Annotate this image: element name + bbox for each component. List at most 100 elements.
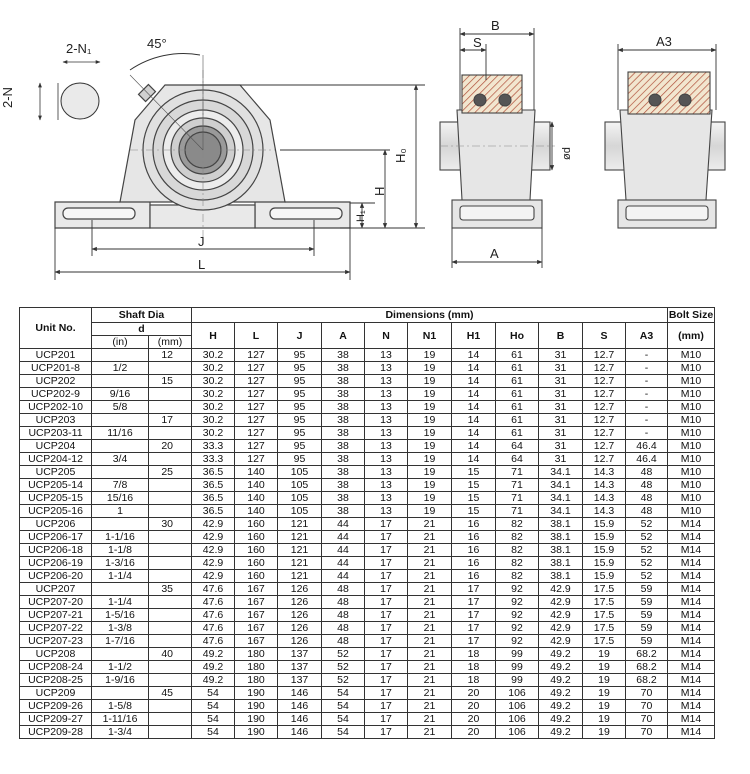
table-cell: 3/4 (91, 452, 149, 466)
table-cell: M10 (667, 491, 715, 505)
table-cell: 44 (321, 530, 365, 544)
table-cell: 92 (495, 582, 539, 596)
table-cell: 12.7 (582, 413, 626, 427)
table-cell: 1-1/8 (91, 543, 149, 557)
table-cell: UCP207-21 (19, 608, 92, 622)
table-cell: 127 (234, 361, 278, 375)
table-cell: 31 (538, 348, 583, 362)
table-cell (148, 361, 192, 375)
table-cell: 12.7 (582, 426, 626, 440)
table-cell: UCP204-12 (19, 452, 92, 466)
table-cell: 70 (625, 686, 668, 700)
table-cell: 95 (277, 374, 322, 388)
table-cell: 167 (234, 595, 278, 609)
header-shaft-dia: Shaft Dia (91, 307, 192, 323)
table-cell: 21 (407, 582, 452, 596)
table-cell: 48 (321, 621, 365, 635)
table-cell: 42.9 (191, 569, 235, 583)
table-cell: 92 (495, 608, 539, 622)
label-h1: H₁ (355, 210, 367, 222)
table-cell (148, 543, 192, 557)
table-cell: 17.5 (582, 608, 626, 622)
label-s: S (473, 35, 482, 50)
table-cell: 15.9 (582, 530, 626, 544)
table-cell: 13 (364, 400, 408, 414)
table-cell: 34.1 (538, 504, 583, 518)
table-cell: UCP209-28 (19, 725, 92, 739)
table-cell: 42.9 (538, 595, 583, 609)
label-a: A (490, 246, 499, 261)
table-cell: 42.9 (538, 582, 583, 596)
table-cell: 20 (451, 712, 496, 726)
label-phi-d: ød (561, 147, 573, 160)
table-cell: M14 (667, 686, 715, 700)
table-cell: 49.2 (538, 686, 583, 700)
table-cell: 190 (234, 699, 278, 713)
table-cell: 47.6 (191, 608, 235, 622)
table-cell (148, 712, 192, 726)
table-cell: 14 (451, 400, 496, 414)
table-cell: 38 (321, 465, 365, 479)
table-cell: 140 (234, 478, 278, 492)
table-cell: 38 (321, 426, 365, 440)
table-cell: 13 (364, 478, 408, 492)
table-cell: 59 (625, 608, 668, 622)
table-cell: 48 (625, 465, 668, 479)
table-cell: 121 (277, 530, 322, 544)
table-cell (148, 530, 192, 544)
table-cell: 30.2 (191, 348, 235, 362)
table-cell: 160 (234, 543, 278, 557)
table-cell: M10 (667, 361, 715, 375)
table-cell: 19 (407, 413, 452, 427)
table-cell: 48 (625, 478, 668, 492)
table-cell: 12.7 (582, 400, 626, 414)
table-cell: UCP208-25 (19, 673, 92, 687)
table-cell: 7/8 (91, 478, 149, 492)
table-cell: 21 (407, 647, 452, 661)
table-cell: 13 (364, 465, 408, 479)
table-cell: 13 (364, 452, 408, 466)
table-cell: 99 (495, 647, 539, 661)
table-cell: 126 (277, 634, 322, 648)
table-cell: 38 (321, 504, 365, 518)
table-cell: 82 (495, 517, 539, 531)
table-cell: 137 (277, 673, 322, 687)
table-cell: 54 (191, 699, 235, 713)
table-cell: 21 (407, 556, 452, 570)
table-cell: 59 (625, 595, 668, 609)
table-cell: 17 (364, 725, 408, 739)
table-cell: - (625, 387, 668, 401)
table-cell: 13 (364, 348, 408, 362)
table-cell: 42.9 (538, 608, 583, 622)
table-cell: UCP201-8 (19, 361, 92, 375)
table-cell: 36.5 (191, 491, 235, 505)
table-cell: 38 (321, 374, 365, 388)
table-cell: M10 (667, 348, 715, 362)
table-cell: 14.3 (582, 491, 626, 505)
table-cell: 16 (451, 517, 496, 531)
table-cell: 167 (234, 582, 278, 596)
table-cell: 13 (364, 439, 408, 453)
table-cell: M10 (667, 478, 715, 492)
table-cell: 127 (234, 387, 278, 401)
table-cell: 12.7 (582, 348, 626, 362)
table-cell: 127 (234, 348, 278, 362)
table-cell: 140 (234, 465, 278, 479)
table-cell: M14 (667, 517, 715, 531)
table-cell: 44 (321, 517, 365, 531)
table-cell: 34.1 (538, 465, 583, 479)
table-cell: M10 (667, 426, 715, 440)
table-cell: 17.5 (582, 621, 626, 635)
table-cell: 1-1/4 (91, 569, 149, 583)
table-cell (91, 686, 149, 700)
table-cell: 44 (321, 543, 365, 557)
